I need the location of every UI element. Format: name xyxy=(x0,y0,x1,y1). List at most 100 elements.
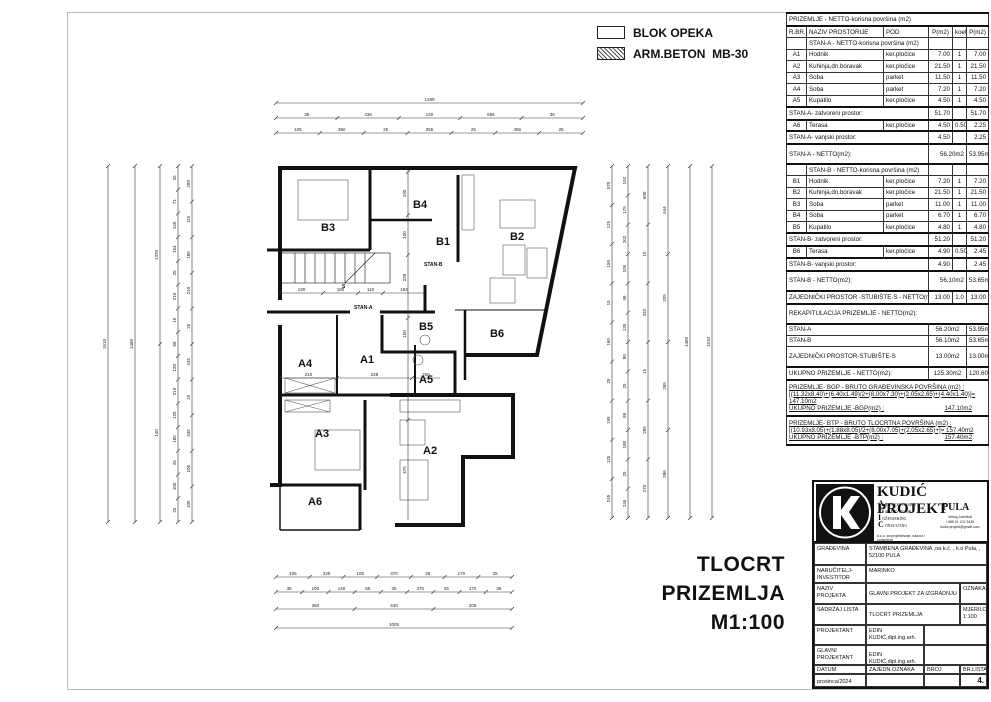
dimension-label: 125 xyxy=(606,220,611,228)
common-area: 13.00 xyxy=(928,289,953,305)
recap-gross: 56.20m2 xyxy=(928,323,967,336)
dimension-line xyxy=(509,574,515,580)
room-id: B6 xyxy=(786,245,807,258)
gradevina-value: STAMBENA GRAĐEVINA ,na k.č. , k.o Pula, … xyxy=(866,543,987,565)
dimension-label: 228 xyxy=(371,372,379,377)
table-title: PRIZEMLJE - NETTO-korisna površina (m2) xyxy=(785,12,990,27)
room-coef: 1 xyxy=(952,71,967,84)
walls xyxy=(267,166,578,531)
dimension-label: 190 xyxy=(402,189,407,197)
dimension-line xyxy=(175,282,181,287)
table-cell xyxy=(965,37,990,50)
dimension-line xyxy=(307,574,312,580)
room-area: 4.90 xyxy=(928,245,953,258)
dimension-line xyxy=(175,377,181,382)
dimension-line xyxy=(457,115,463,121)
revizija-value xyxy=(924,674,960,687)
dimension-line xyxy=(189,306,195,311)
common-label: ZAJEDNIČKI PROSTOR -STUBIŠTE-S - NETTO(m… xyxy=(786,289,929,305)
room-net-area: 11.00 xyxy=(965,198,990,211)
dimension-label: 325 xyxy=(323,571,331,576)
table-cell xyxy=(952,37,967,50)
mjerilo-value: 1:100 xyxy=(963,614,977,620)
dimension-line xyxy=(157,519,163,525)
company-logo: KUDIĆ PROJEKT PULA A RHITEKTONSKO G RAĐE… xyxy=(814,482,987,543)
netto-net-area: 53.65m2 xyxy=(965,269,990,292)
dimension-line xyxy=(609,515,615,521)
open-label: STAN-A- vanjski prostor: xyxy=(786,130,929,145)
dimension-line xyxy=(687,515,693,521)
dimension-label: 436 xyxy=(364,112,372,117)
bgp-block: PRIZEMLJE- BGP - BRUTO GRAĐEVINSKA POVRŠ… xyxy=(785,378,990,417)
glavni-label: GLAVNI PROJEKTANT xyxy=(814,645,866,665)
dimension-line xyxy=(625,398,631,403)
drawing-title-2: PRIZEMLJA xyxy=(661,582,785,605)
room-name: Soba xyxy=(806,209,884,222)
section-row: STAN-B - NETTO-korisna površina (m2) xyxy=(786,163,990,176)
dimension-label: 105 xyxy=(186,464,191,472)
room-name: Terasa xyxy=(806,119,884,132)
btp-total: 157.40m2 xyxy=(944,433,973,441)
common-coef: 1.0 xyxy=(952,289,967,305)
dimension-line xyxy=(519,115,524,121)
letter-a: A xyxy=(878,499,884,508)
dimension-line xyxy=(405,417,411,423)
dimension-line xyxy=(709,163,715,169)
netto-area: 56.10m2 xyxy=(928,269,967,292)
room-id: A5 xyxy=(786,94,807,107)
dimension-line xyxy=(273,589,279,595)
dimension-line xyxy=(132,163,138,169)
room-name: Soba xyxy=(806,198,884,211)
dimension-label: 120 xyxy=(426,112,434,117)
room-name: Hodnik xyxy=(806,48,884,61)
room-net-area: 11.50 xyxy=(965,71,990,84)
column-header: koef xyxy=(952,25,967,38)
dimension-label: 105 xyxy=(172,482,177,490)
dimension-line xyxy=(105,519,111,525)
dimension-line xyxy=(625,163,631,169)
dimension-label: 205 xyxy=(469,603,477,608)
dimension-line xyxy=(405,252,411,258)
dimension-line xyxy=(665,163,671,169)
dimension-line xyxy=(625,339,631,345)
dimension-line xyxy=(449,130,454,136)
closed-label: STAN-A- zatvoreni prostor: xyxy=(786,105,929,121)
letter-g: G xyxy=(878,506,885,515)
dimension-label: 100 xyxy=(402,231,407,239)
dimension-label: 600 xyxy=(642,191,647,199)
room-area: 4.50 xyxy=(928,94,953,107)
dimension-line xyxy=(335,115,340,121)
glavni-signature xyxy=(924,645,987,665)
dimension-label: 170 xyxy=(469,586,477,591)
dimension-label: 325 xyxy=(662,294,667,302)
room-area: 21.50 xyxy=(928,186,953,199)
dimension-label: 35 xyxy=(287,586,293,591)
dimension-line xyxy=(665,427,671,433)
dimension-line xyxy=(273,625,279,631)
dimension-line xyxy=(175,234,181,240)
dimension-line xyxy=(625,222,631,227)
recap-title-row: REKAPITULACIJA PRIZEMLJE - NETTO(m2): xyxy=(785,302,990,325)
dimension-line xyxy=(625,486,631,491)
table-cell xyxy=(952,105,967,121)
dimension-label: 150 xyxy=(606,260,611,268)
dimension-line xyxy=(175,424,181,430)
dimension-line xyxy=(277,290,283,296)
closed-net-area: 51.70 xyxy=(965,105,990,121)
room-coef: 1 xyxy=(952,48,967,61)
room-id: A6 xyxy=(786,119,807,132)
dimension-lines xyxy=(105,100,715,631)
room-b2-label: B2 xyxy=(510,231,525,243)
sadrzaj-label: SADRŽAJ LISTA xyxy=(814,604,866,625)
room-coef: 1 xyxy=(952,221,967,234)
dimension-line xyxy=(157,163,163,169)
dimension-label: 370 xyxy=(390,571,398,576)
